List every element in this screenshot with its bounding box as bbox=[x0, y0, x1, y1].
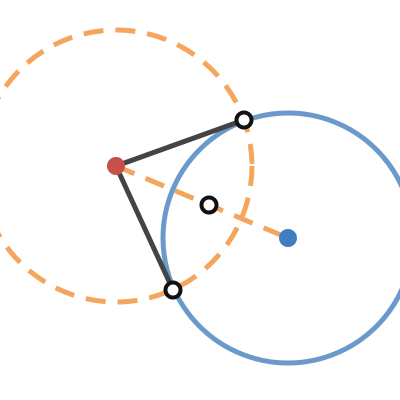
midpoint-marker[interactable] bbox=[199, 195, 219, 215]
red-center-point[interactable] bbox=[107, 157, 125, 175]
segment-to-upper-intersection[interactable] bbox=[113, 117, 247, 169]
lower-intersection-point[interactable] bbox=[163, 280, 183, 300]
segment-to-lower-intersection[interactable] bbox=[113, 163, 176, 293]
blue-center-point[interactable] bbox=[279, 229, 297, 247]
dashed-construction-circle[interactable] bbox=[0, 27, 255, 305]
upper-intersection-point[interactable] bbox=[234, 110, 254, 130]
blue-circle[interactable] bbox=[160, 110, 400, 366]
